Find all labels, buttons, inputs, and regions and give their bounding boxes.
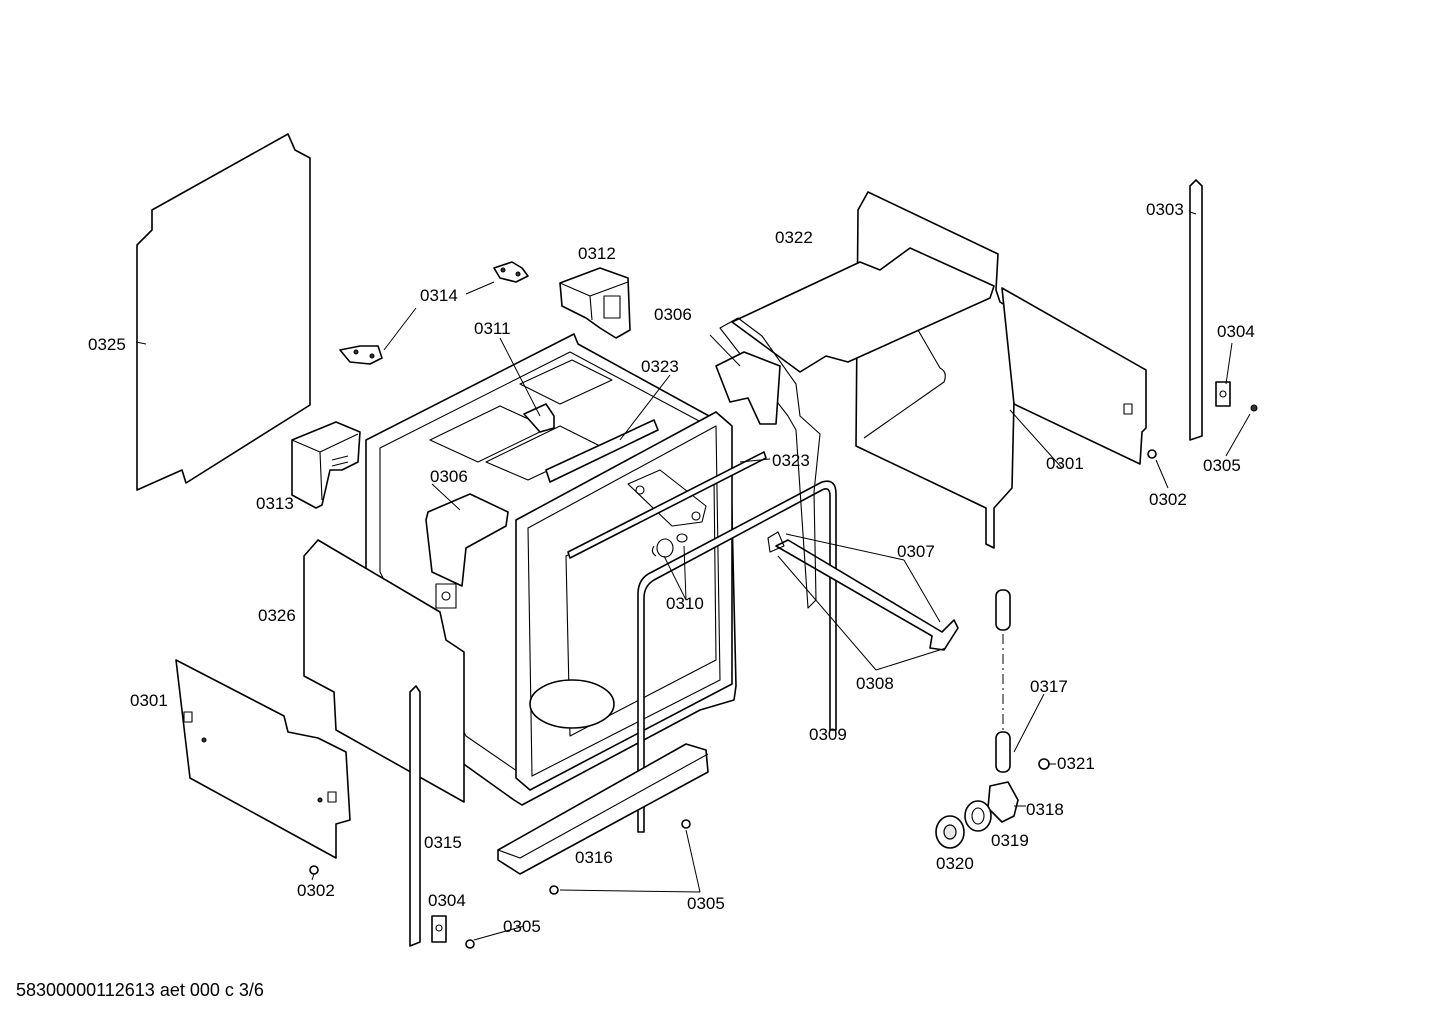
label-0304-left: 0304 <box>428 891 466 910</box>
label-0301-right: 0301 <box>1046 454 1084 473</box>
label-0304-right: 0304 <box>1217 322 1255 341</box>
part-drain-hose <box>935 589 1019 849</box>
document-id-footer: 58300000112613 aet 000 c 3/6 <box>16 980 264 1000</box>
part-0314-bracket <box>339 261 529 365</box>
label-0323-top: 0323 <box>641 357 679 376</box>
part-0307-rail <box>767 531 959 651</box>
label-0309: 0309 <box>809 725 847 744</box>
part-0325-side-panel <box>136 133 311 491</box>
label-0320: 0320 <box>936 854 974 873</box>
screws <box>309 404 1258 949</box>
part-0301-left-panel <box>175 659 351 859</box>
label-0305-bottom: 0305 <box>687 894 725 913</box>
label-0312: 0312 <box>578 244 616 263</box>
label-0301-left: 0301 <box>130 691 168 710</box>
label-0307: 0307 <box>897 542 935 561</box>
label-0306-mid: 0306 <box>430 467 468 486</box>
part-0304-clip-right <box>1215 381 1231 407</box>
callout-labels: 0325 0314 0312 0311 0306 0323 0322 0303 … <box>88 200 1255 936</box>
label-0326: 0326 <box>258 606 296 625</box>
label-0319: 0319 <box>991 831 1029 850</box>
part-0315-strip <box>409 685 421 947</box>
label-0302-right: 0302 <box>1149 490 1187 509</box>
label-0311: 0311 <box>474 319 511 338</box>
part-0309-gasket <box>637 480 837 833</box>
part-0322-cover <box>715 191 1017 609</box>
label-0306-top: 0306 <box>654 305 692 324</box>
label-0308: 0308 <box>856 674 894 693</box>
label-0303: 0303 <box>1146 200 1184 219</box>
leader-lines <box>135 211 1251 941</box>
part-0303-strip <box>1189 179 1203 441</box>
label-0325: 0325 <box>88 335 126 354</box>
part-0304-clip-left <box>431 915 447 943</box>
label-0316: 0316 <box>575 848 613 867</box>
part-0326-panel <box>303 539 465 803</box>
label-0323-mid: 0323 <box>772 451 810 470</box>
label-0314: 0314 <box>420 286 458 305</box>
label-0305-right: 0305 <box>1203 456 1241 475</box>
part-0313-clip <box>291 421 361 509</box>
label-0315: 0315 <box>424 833 462 852</box>
part-0301-right-panel <box>1001 287 1147 465</box>
label-0322: 0322 <box>775 228 813 247</box>
part-0316-base-rail <box>497 743 709 875</box>
part-0312-clip <box>559 267 631 339</box>
label-0318: 0318 <box>1026 800 1064 819</box>
label-0321: 0321 <box>1057 754 1095 773</box>
part-0323-seal-strip <box>567 451 767 559</box>
label-0317: 0317 <box>1030 677 1068 696</box>
label-0305-left: 0305 <box>503 917 541 936</box>
label-0302-left: 0302 <box>297 881 335 900</box>
label-0313: 0313 <box>256 494 294 513</box>
label-0310: 0310 <box>666 594 704 613</box>
